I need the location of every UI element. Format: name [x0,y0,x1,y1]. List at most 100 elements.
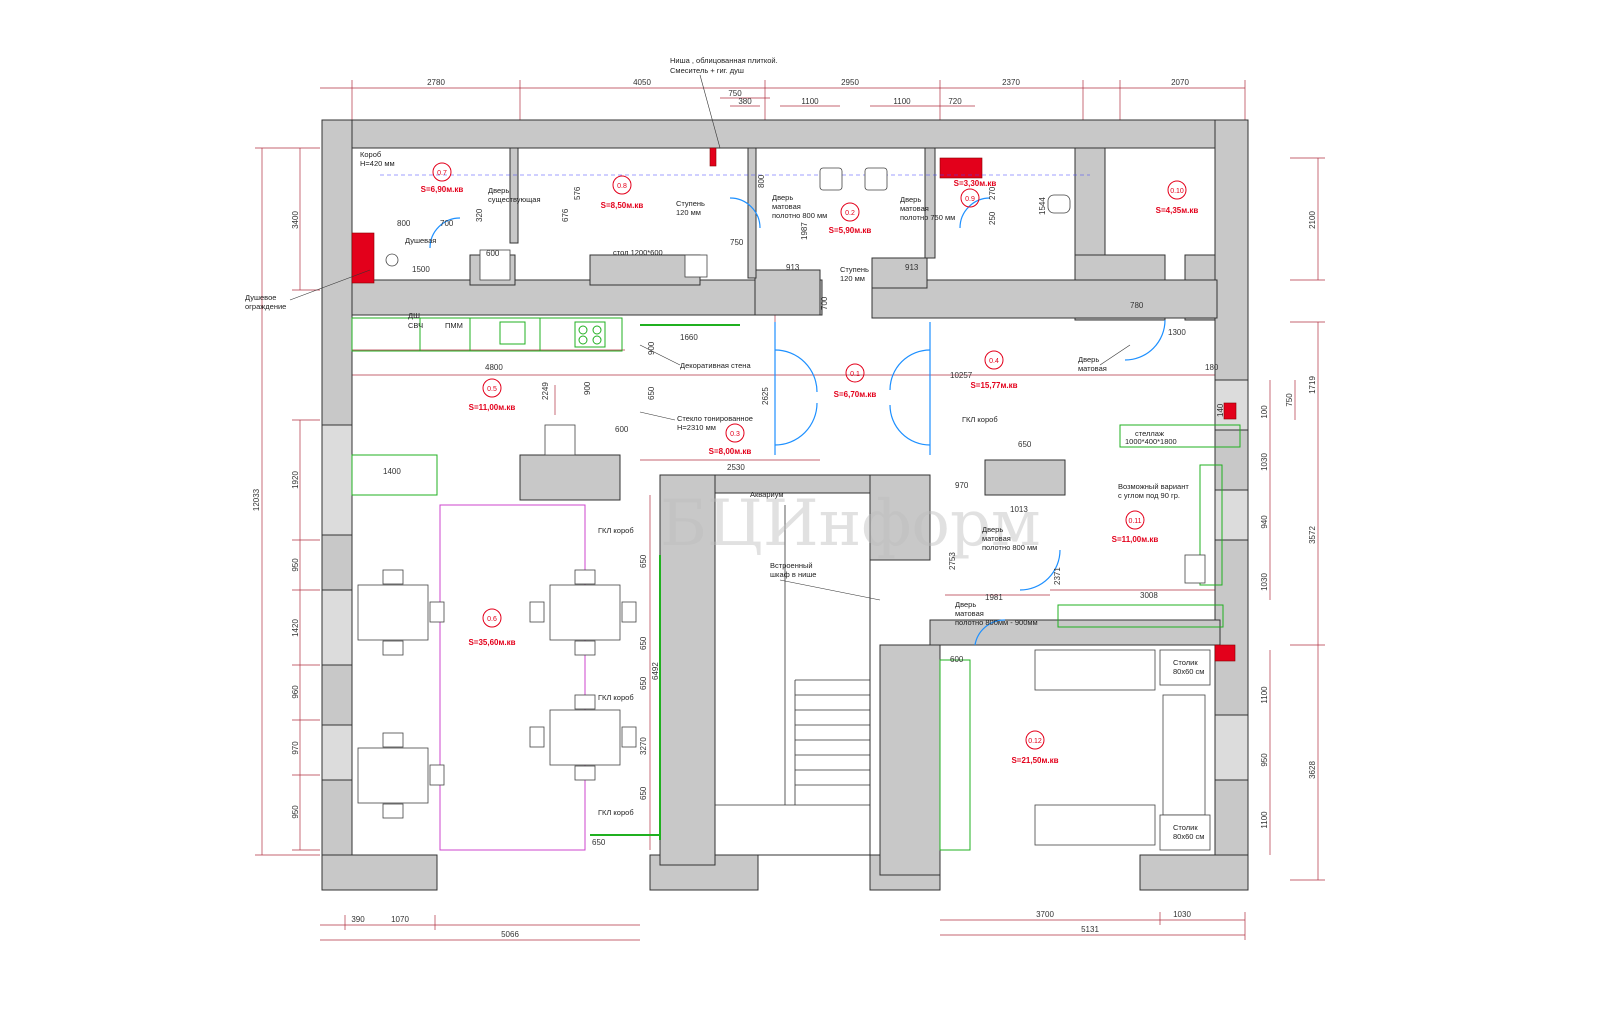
dim-inner-25: 180 [1205,363,1219,372]
table-3 [357,747,429,804]
dim-right-10: 950 [1260,753,1269,767]
sofa-bottom [1034,804,1156,846]
note-korob-2: Н=420 мм [360,159,395,168]
green-elements [351,317,1241,851]
wall-bottom-left [321,854,438,891]
note-door-m900-1: Дверь [955,600,976,609]
note-table-80-a-1: Столик [1173,658,1198,667]
dim-inner-3: 320 [475,208,484,222]
dim-inner-26: 2625 [761,387,770,405]
coffee-table-2 [1159,814,1211,851]
shower-tray [479,249,511,281]
wall-room-box [984,459,1066,496]
note-table-label: стол 1200*600 [613,248,663,257]
note-table-80-b-1: Столик [1173,823,1198,832]
room-0-1: 0.1 S=6,70м.кв [834,363,876,399]
dim-left-5: 1420 [291,619,300,637]
dim-right-1: 2100 [1308,211,1317,229]
dim-inner-18: 900 [647,341,656,355]
note-table-80-b-2: 80х60 см [1173,832,1204,841]
dim-inner-30: 2753 [948,552,957,570]
dimension-lines [255,80,1325,941]
dim-inner-16: 900 [583,381,592,395]
dim-inner-34: 600 [950,655,964,664]
note-builtin-1: Встроенный [770,561,813,570]
room-0-11: 0.11 S=11,00м.кв [1112,510,1158,544]
room-0-7: 0.7 S=6,90м.кв [421,162,464,194]
dim-left-8: 950 [291,805,300,819]
dim-inner-45: 250 [988,211,997,225]
window-left-2 [321,589,353,666]
door-swing-5 [774,349,818,393]
note-gkl-korob-b: ГКЛ короб [598,526,634,535]
dim-inner-10: 913 [786,263,800,272]
room-no: 0.10 [1170,188,1184,195]
dim-right-5: 1030 [1260,453,1269,471]
dim-inner-4: 1500 [412,265,430,274]
dim-right-4: 750 [1285,393,1294,407]
dim-left-4: 950 [291,558,300,572]
room-area: S=5,90м.кв [829,226,872,235]
room-area: S=6,90м.кв [421,185,464,194]
dim-inner-39: 3270 [639,737,648,755]
room-area: S=8,50м.кв [601,201,644,210]
room-0-4: 0.4 S=15,77м.кв [970,350,1018,390]
note-table-80-a-2: 80х60 см [1173,667,1204,676]
dim-inner-40: 650 [639,786,648,800]
room-0-5: 0.5 S=11,00м.кв [469,378,515,412]
dim-inner-31: 1981 [985,593,1003,602]
dim-left-1: 3400 [291,211,300,229]
dim-inner-23: 1300 [1168,328,1186,337]
furniture [357,167,1211,851]
wall-part-3 [924,147,936,259]
note-microwave: СВЧ [408,321,423,330]
room-no: 0.2 [845,210,855,217]
shafts [351,147,1237,662]
cooktop-icon [574,321,606,348]
dim-inner-28: 970 [955,481,969,490]
dim-left-2: 12033 [252,488,261,511]
note-door-m900-3: полотно 800мм - 900мм [955,618,1038,627]
table-4 [549,709,621,766]
dim-inner-29: 1013 [1010,505,1028,514]
dim-inner-38: 650 [639,676,648,690]
watermark: БЦИнформ [660,487,1041,561]
room-0-3: 0.3 S=8,00м.кв [709,423,751,456]
dim-right-8: 3572 [1308,526,1317,544]
dim-inner-6: 576 [573,186,582,200]
window-right-1 [1214,379,1249,431]
door-swing-6 [774,402,818,446]
wall-stair-right-top [869,474,931,561]
note-door-750-3: полотно 750 мм [900,213,955,222]
door-swing-10 [974,619,1006,646]
right-dimension-labels: 2100 1719 100 750 1030 940 1030 3572 110… [1260,211,1317,829]
window-left-1 [321,424,353,536]
note-door-existing-1: Дверь [488,186,509,195]
coffee-table-1 [1159,649,1211,686]
wall-stair-left [659,474,716,866]
note-door-mat-2: матовая [1078,364,1107,373]
dim-inner-13: 700 [820,296,829,310]
door-swing-9 [1019,549,1061,591]
note-shower-guard-2: ограждение [245,302,286,311]
note-door-800-3: полотно 800 мм [772,211,827,220]
window-right-3 [1214,714,1249,781]
dim-right-12: 3628 [1308,761,1317,779]
note-door-800-2: матовая [772,202,801,211]
dim-inner-44: 270 [988,186,997,200]
leader-niche [699,74,721,149]
note-gkl-korob-d: ГКЛ короб [598,808,634,817]
leader-glass [639,411,676,421]
note-door-800-1: Дверь [772,193,793,202]
room-no: 0.1 [850,371,860,378]
dim-top-4: 2370 [1002,78,1020,87]
wall-top [321,119,1249,149]
annotations: Ниша , облицованная плиткой. Смеситель +… [245,56,1204,841]
note-dishwasher: ПММ [445,321,463,330]
dim-inner-32: 3008 [1140,591,1158,600]
dim-left-7: 970 [291,741,300,755]
inner-dimension-labels: 800 700 320 1500 600 576 676 750 1987 91… [383,174,1225,847]
door-swing-2 [729,197,761,229]
shaft-5 [709,147,717,167]
wall-stub-4 [871,257,928,289]
